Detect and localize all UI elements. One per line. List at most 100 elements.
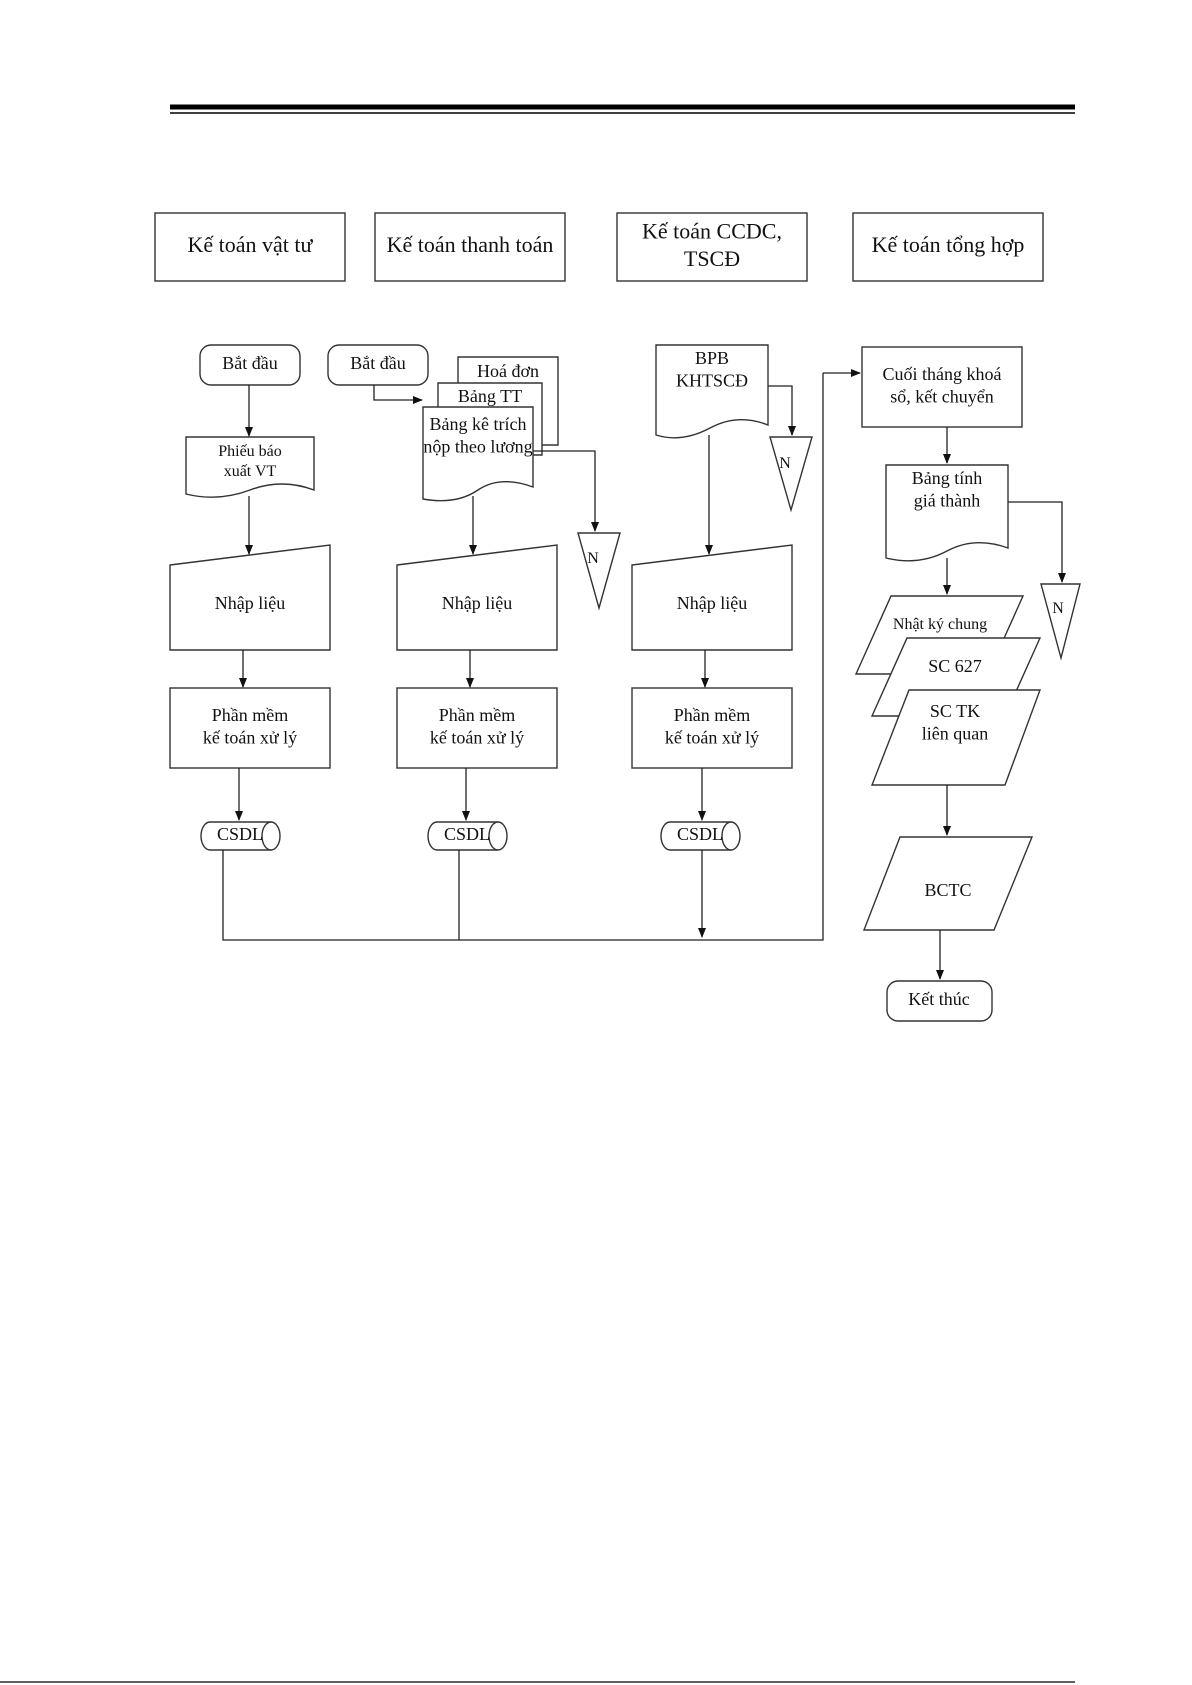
label-line: CSDL <box>217 824 263 844</box>
label-line: Nhật ký chung <box>893 616 987 633</box>
label-line: N <box>779 455 791 472</box>
label-line: Cuối tháng khoá <box>883 364 1002 384</box>
lane-header-vat-tu: Kế toán vật tư <box>154 212 346 282</box>
label-line: N <box>587 550 599 567</box>
label-line: Bảng TT <box>458 386 522 406</box>
label-line: Kết thúc <box>908 989 969 1009</box>
node-label: N <box>1052 600 1064 617</box>
end-terminal: Kết thúc <box>886 980 993 1022</box>
lane-label: Kế toán vật tư <box>188 232 314 257</box>
node-label: Phiếu báo xuất VT <box>218 443 282 480</box>
label-line: BPB <box>695 348 729 368</box>
label-line: Kế toán vật tư <box>188 232 314 257</box>
output-bctc: BCTC <box>862 836 1034 931</box>
start-terminal: Bắt đầu <box>327 344 429 386</box>
label-line: Bắt đầu <box>350 353 406 373</box>
node-label: Nhập liệu <box>215 593 285 613</box>
label-line: sổ, kết chuyển <box>890 386 993 406</box>
label-line: TSCĐ <box>684 246 740 271</box>
label-line: SC TK <box>930 701 980 721</box>
node-label: CSDL <box>677 824 723 844</box>
offline-storage-n: N <box>1040 583 1081 661</box>
lane-header-thanh-toan: Kế toán thanh toán <box>374 212 566 282</box>
label-line: BCTC <box>924 880 971 900</box>
flow-arrow <box>768 385 796 436</box>
node-label: Kết thúc <box>908 989 969 1009</box>
start-terminal: Bắt đầu <box>199 344 301 386</box>
label-line: Phiếu báo <box>218 443 282 460</box>
database-csdl: CSDL <box>660 821 741 851</box>
connectors <box>222 369 1066 980</box>
label-line: Bắt đầu <box>222 353 278 373</box>
label-line: N <box>1052 600 1064 617</box>
database-csdl: CSDL <box>427 821 508 851</box>
node-label: Bắt đầu <box>350 353 406 373</box>
manual-input-nhap-lieu: Nhập liệu <box>631 544 793 651</box>
node-label: Nhập liệu <box>677 593 747 613</box>
node-label: Hoá đơn <box>477 361 539 381</box>
label-line: Nhập liệu <box>677 593 747 613</box>
label-line: Nhập liệu <box>442 593 512 613</box>
node-label: Bảng TT <box>458 386 522 406</box>
manual-input-nhap-lieu: Nhập liệu <box>169 544 331 651</box>
manual-input-nhap-lieu: Nhập liệu <box>396 544 558 651</box>
node-label: Nhật ký chung <box>893 616 987 633</box>
node-label: CSDL <box>217 824 263 844</box>
node-label: N <box>779 455 791 472</box>
label-line: Bảng kê trích <box>430 414 527 434</box>
lane-label: Kế toán thanh toán <box>387 232 554 257</box>
label-line: Phần mềm <box>439 705 516 725</box>
label-line: Kế toán tổng hợp <box>872 232 1025 257</box>
label-line: Nhập liệu <box>215 593 285 613</box>
label-line: giá thành <box>914 490 980 510</box>
label-line: CSDL <box>444 824 490 844</box>
node-label: BCTC <box>924 880 971 900</box>
label-line: kế toán xử lý <box>203 727 297 747</box>
label-line: liên quan <box>922 723 988 743</box>
lane-label: Kế toán tổng hợp <box>872 232 1025 257</box>
label-line: CSDL <box>677 824 723 844</box>
node-label: N <box>587 550 599 567</box>
label-line: kế toán xử lý <box>665 727 759 747</box>
label-line: Phần mềm <box>674 705 751 725</box>
label-line: SC 627 <box>928 656 982 676</box>
lane-header-ccdc-tscd: Kế toán CCDC, TSCĐ <box>616 212 808 282</box>
label-line: Kế toán thanh toán <box>387 232 554 257</box>
node-label: Nhập liệu <box>442 593 512 613</box>
flow-arrow <box>373 385 423 404</box>
label-line: Hoá đơn <box>477 361 539 381</box>
lane-label: Kế toán CCDC, TSCĐ <box>642 218 782 271</box>
flow-arrow <box>1008 501 1066 583</box>
node-label: Bắt đầu <box>222 353 278 373</box>
database-csdl: CSDL <box>200 821 281 851</box>
node-label: CSDL <box>444 824 490 844</box>
label-line: xuất VT <box>224 463 277 480</box>
collector-line <box>222 373 824 941</box>
lane-header-tong-hop: Kế toán tổng hợp <box>852 212 1044 282</box>
document-phieu-bao-xuat-vt: Phiếu báo xuất VT <box>185 436 315 498</box>
node-label: SC 627 <box>928 656 982 676</box>
label-line: Phần mềm <box>212 705 289 725</box>
offline-storage-n: N <box>769 436 813 513</box>
label-line: nộp theo lương <box>423 436 532 456</box>
label-line: Bảng tính <box>912 468 983 488</box>
header-rule <box>170 104 1075 114</box>
label-line: Kế toán CCDC, <box>642 218 782 243</box>
label-line: KHTSCĐ <box>676 370 748 390</box>
